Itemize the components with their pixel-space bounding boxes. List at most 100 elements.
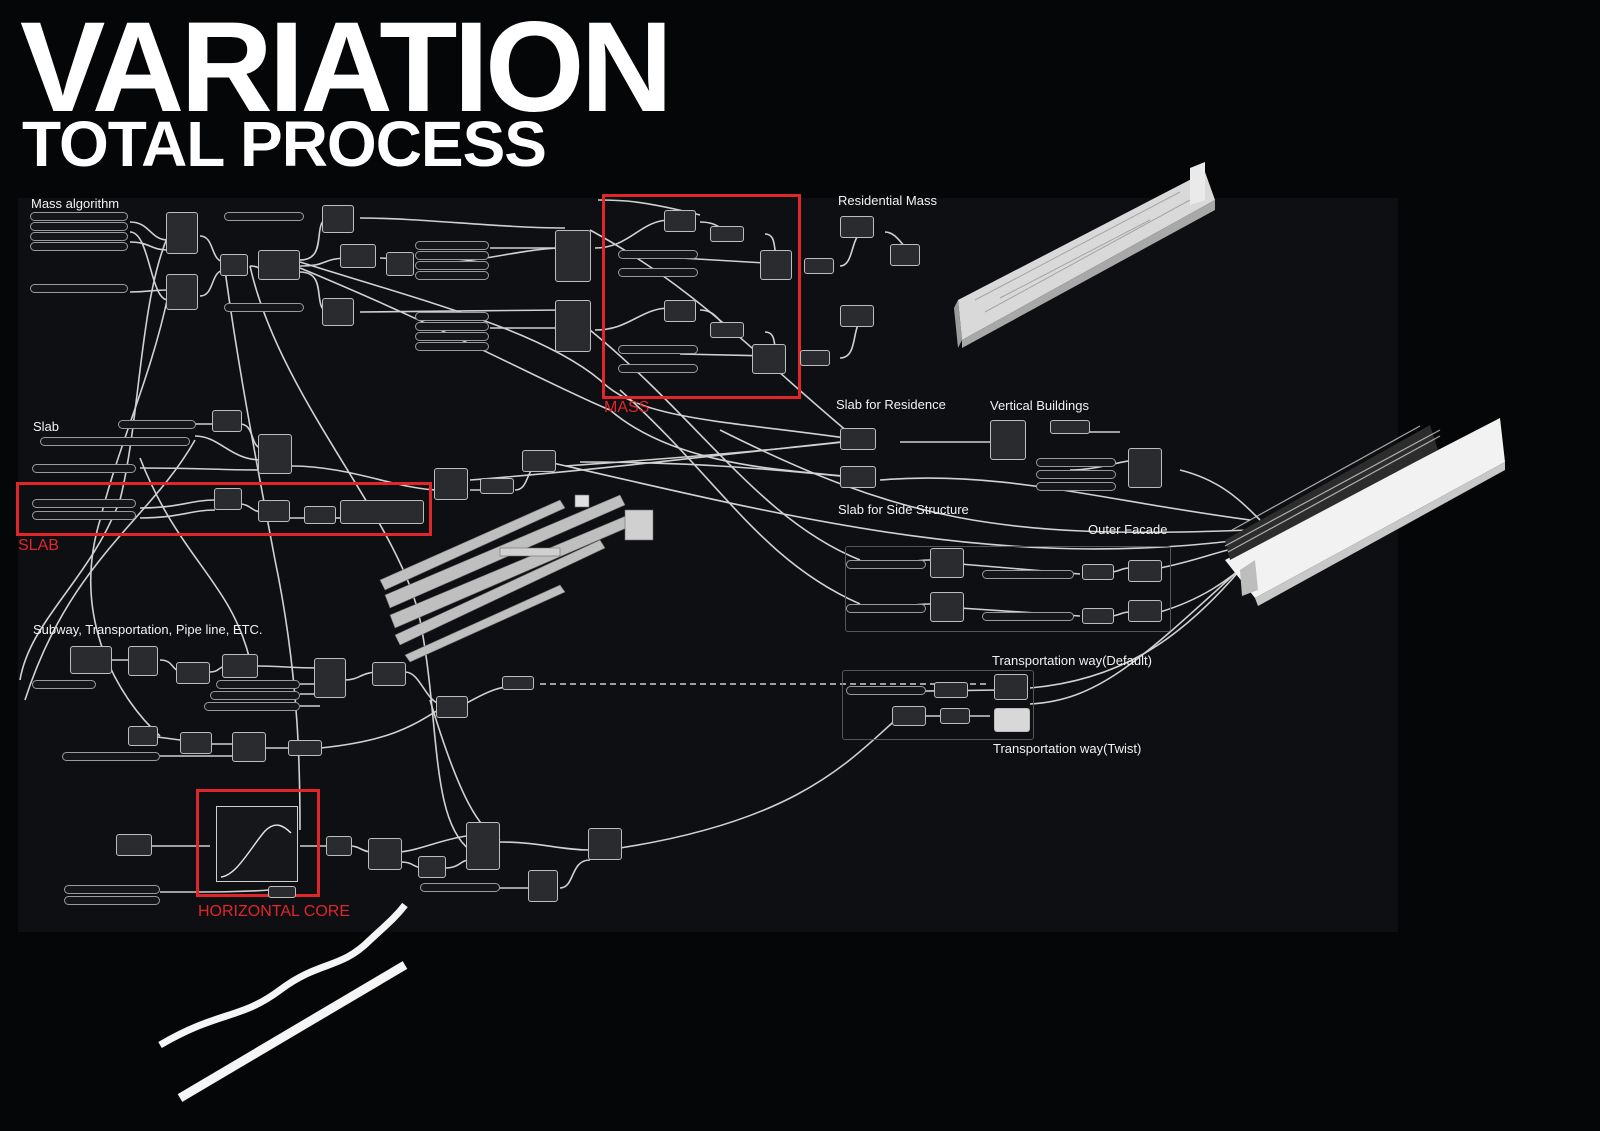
slider[interactable]	[204, 702, 300, 711]
slider[interactable]	[216, 680, 300, 689]
node-populate[interactable]	[555, 230, 591, 282]
node-panel[interactable]	[1050, 420, 1090, 434]
slider[interactable]	[415, 342, 489, 351]
slider[interactable]	[982, 570, 1074, 579]
slider[interactable]	[1036, 482, 1116, 491]
slider[interactable]	[415, 312, 489, 321]
node-boolean[interactable]	[1128, 600, 1162, 622]
slider[interactable]	[415, 251, 489, 260]
node-unit-z[interactable]	[1082, 564, 1114, 580]
node-area[interactable]	[176, 662, 210, 684]
node-multiply[interactable]	[214, 488, 242, 510]
node-graft[interactable]	[522, 450, 556, 472]
node-list-item[interactable]	[322, 205, 354, 233]
slider[interactable]	[118, 420, 196, 429]
node-boolean[interactable]	[1128, 560, 1162, 582]
slider[interactable]	[30, 242, 128, 251]
slider[interactable]	[1036, 470, 1116, 479]
node-series[interactable]	[258, 500, 290, 522]
slider[interactable]	[420, 883, 500, 892]
node-negative[interactable]	[212, 410, 242, 432]
slider[interactable]	[32, 499, 136, 508]
node-length[interactable]	[710, 226, 744, 242]
node-orient[interactable]	[990, 420, 1026, 460]
node-orient[interactable]	[588, 828, 622, 860]
node-value[interactable]	[304, 506, 336, 524]
node-extrude[interactable]	[804, 258, 834, 274]
slider[interactable]	[40, 437, 190, 446]
slider[interactable]	[618, 250, 698, 259]
node-random[interactable]	[752, 344, 786, 374]
node-multiply[interactable]	[128, 726, 158, 746]
node-move[interactable]	[434, 468, 468, 500]
node-unit-z[interactable]	[1082, 608, 1114, 624]
node-remap[interactable]	[326, 836, 352, 856]
node-populate[interactable]	[555, 300, 591, 352]
slider[interactable]	[618, 268, 698, 277]
slider[interactable]	[64, 885, 160, 894]
node-boolean[interactable]	[840, 428, 876, 450]
graph-mapper[interactable]	[216, 806, 298, 882]
slider[interactable]	[846, 686, 926, 695]
node-list-item[interactable]	[930, 592, 964, 622]
node-split[interactable]	[664, 210, 696, 232]
slider[interactable]	[415, 332, 489, 341]
slider[interactable]	[224, 212, 304, 221]
node-move[interactable]	[386, 252, 414, 276]
node-series[interactable]	[180, 732, 212, 754]
node-unit-z[interactable]	[288, 740, 322, 756]
slider[interactable]	[30, 222, 128, 231]
slider[interactable]	[618, 364, 698, 373]
node-extrude[interactable]	[800, 350, 830, 366]
node-area[interactable]	[890, 244, 920, 266]
slider[interactable]	[415, 261, 489, 270]
slider[interactable]	[32, 511, 136, 520]
node-construct-point[interactable]	[166, 274, 198, 310]
slider[interactable]	[32, 680, 96, 689]
node-split[interactable]	[664, 300, 696, 322]
node-unit-z[interactable]	[934, 682, 968, 698]
node-plane[interactable]	[222, 654, 258, 678]
slider[interactable]	[210, 691, 300, 700]
node-boolean[interactable]	[840, 216, 874, 238]
slider[interactable]	[30, 232, 128, 241]
node-move[interactable]	[232, 732, 266, 762]
node-multiply[interactable]	[418, 856, 446, 878]
slider[interactable]	[32, 464, 136, 473]
node-construct-point[interactable]	[258, 434, 292, 474]
node-move[interactable]	[994, 674, 1028, 700]
node-construct-point[interactable]	[166, 212, 198, 254]
group-outer-facade[interactable]	[845, 546, 1171, 632]
node-list-item[interactable]	[128, 646, 158, 676]
slider[interactable]	[415, 241, 489, 250]
slider[interactable]	[415, 322, 489, 331]
slider[interactable]	[415, 271, 489, 280]
node-evaluate-curve[interactable]	[368, 838, 402, 870]
node-list-item[interactable]	[322, 298, 354, 326]
node-construct-point[interactable]	[1128, 448, 1162, 488]
node-curve[interactable]	[70, 646, 112, 674]
node-move[interactable]	[372, 662, 406, 686]
node-box[interactable]	[220, 254, 248, 276]
slider[interactable]	[846, 560, 926, 569]
node-area[interactable]	[340, 244, 376, 268]
node-boolean[interactable]	[840, 305, 874, 327]
group-transportation[interactable]	[842, 670, 1034, 740]
slider[interactable]	[224, 303, 304, 312]
node-unit-z[interactable]	[480, 478, 514, 494]
node-boolean[interactable]	[840, 466, 876, 488]
node-panel[interactable]	[340, 500, 424, 524]
node-random[interactable]	[760, 250, 792, 280]
slider[interactable]	[982, 612, 1074, 621]
node-deconstruct-plane[interactable]	[466, 822, 500, 870]
node-move-selected[interactable]	[994, 708, 1030, 732]
node-flip[interactable]	[892, 706, 926, 726]
node-brep[interactable]	[258, 250, 300, 280]
slider[interactable]	[64, 896, 160, 905]
slider[interactable]	[618, 345, 698, 354]
node-list-item[interactable]	[930, 548, 964, 578]
slider[interactable]	[62, 752, 160, 761]
node-relay[interactable]	[502, 676, 534, 690]
slider[interactable]	[1036, 458, 1116, 467]
node-move[interactable]	[528, 870, 558, 902]
